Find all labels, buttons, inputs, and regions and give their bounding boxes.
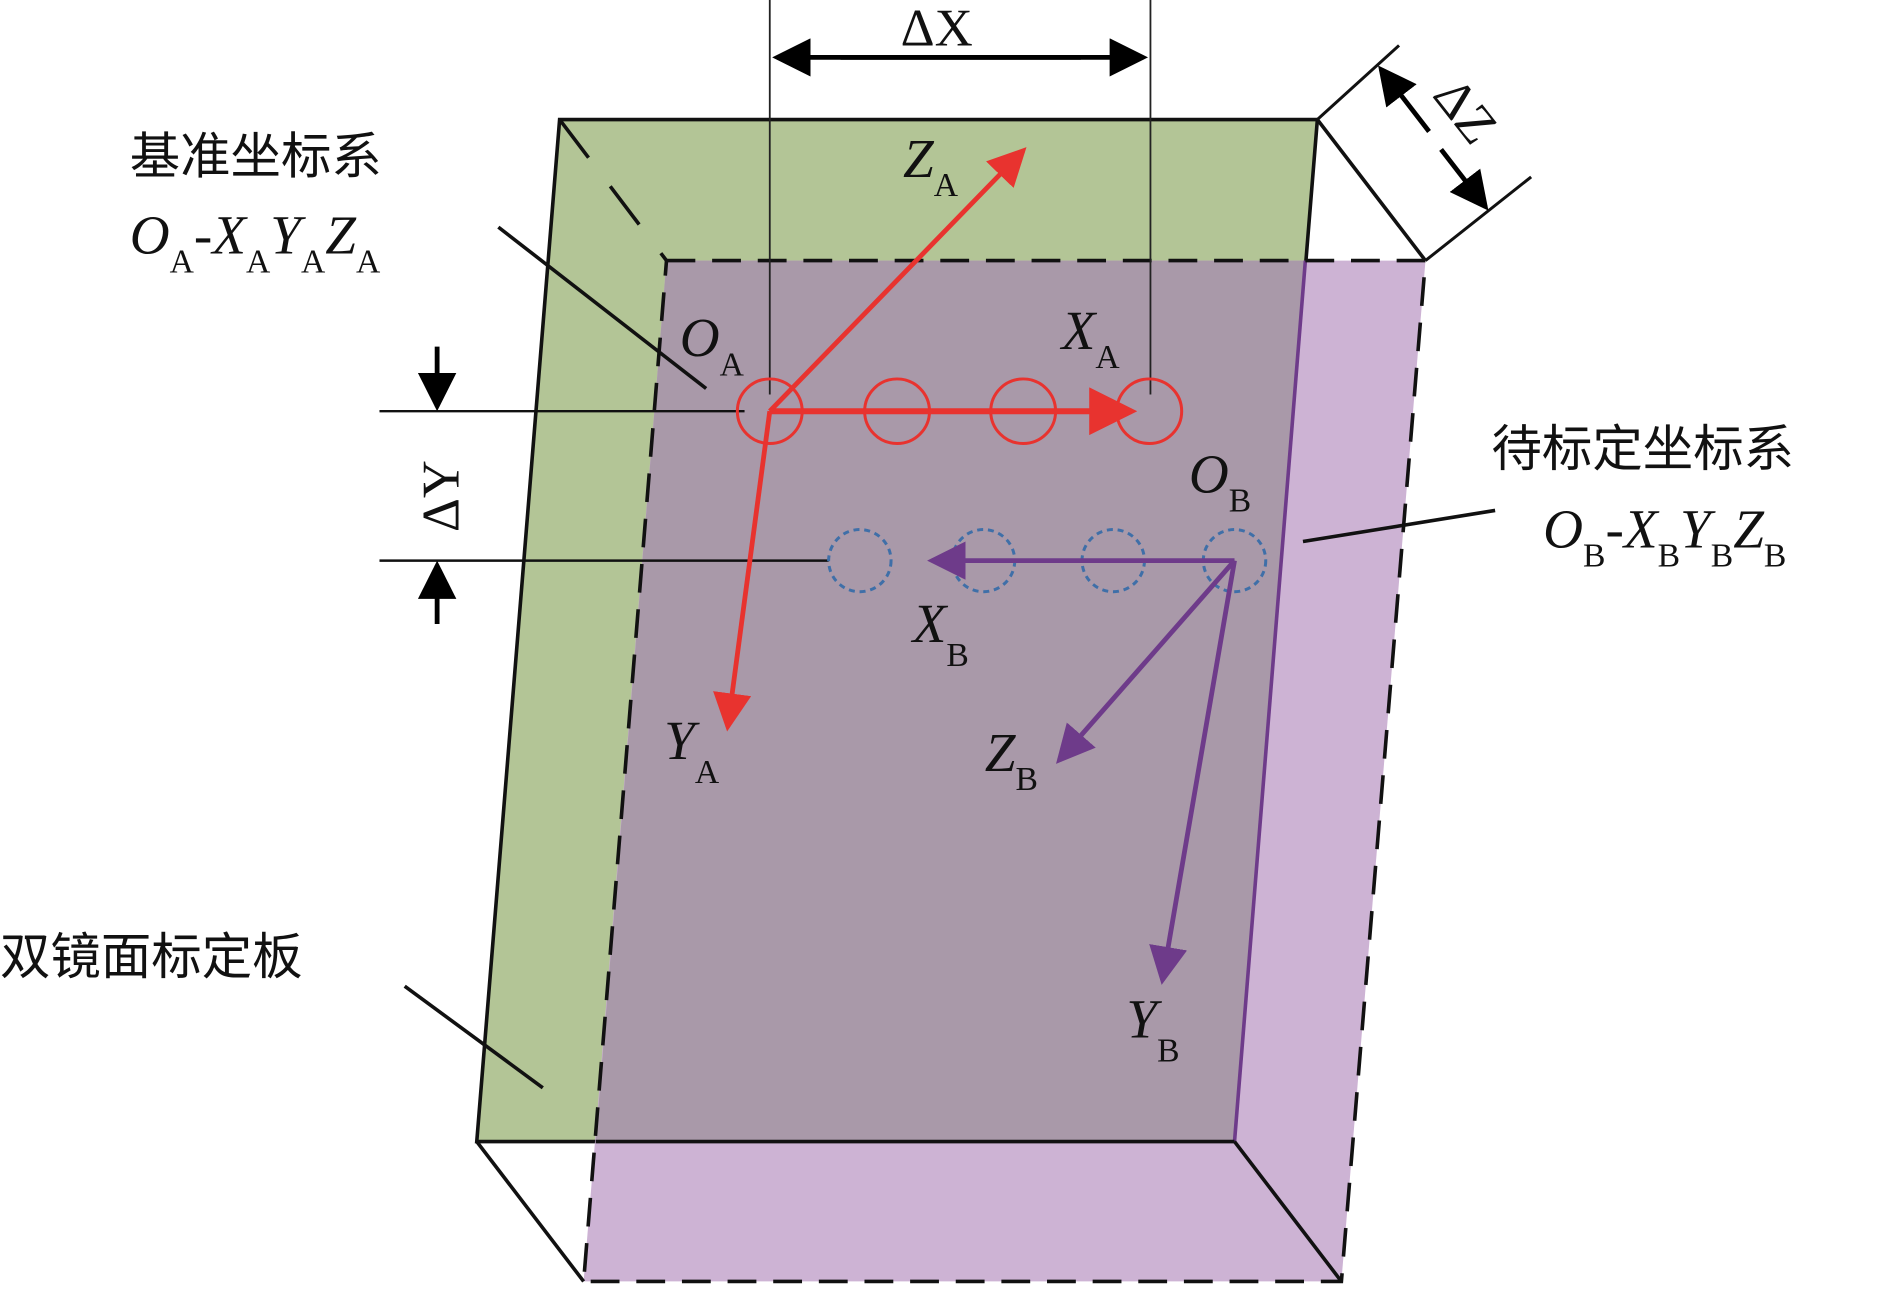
axis-za-arrow (768, 147, 1027, 413)
label-za: ZA (903, 128, 958, 204)
dz-arrow (1378, 65, 1431, 133)
dz-arrow (1439, 147, 1489, 211)
board-title: 双镜面标定板 (0, 927, 303, 986)
leader-frame-to-calibrate (1302, 508, 1496, 544)
label-xa: XA (1060, 300, 1120, 376)
dx-label: ΔX (901, 0, 973, 57)
frame-to-calibrate-title: 待标定坐标系 (1492, 419, 1795, 478)
blue-target-circle (827, 528, 893, 594)
leader-reference-frame (497, 225, 708, 390)
dz-label: ΔZ (1422, 67, 1509, 155)
label-zb: ZB (985, 722, 1038, 798)
overlap-region (595, 260, 1306, 1142)
label-yb: YB (1126, 989, 1179, 1070)
frame-to-calibrate-formula: OB-XBYBZB (1543, 499, 1786, 575)
reference-frame-formula: OA-XAYAZA (130, 205, 381, 281)
reference-frame-title: 基准坐标系 (130, 126, 382, 185)
label-ya: YA (664, 710, 719, 791)
edge-top-right (1315, 118, 1427, 262)
dz-extension (1424, 175, 1533, 262)
label-oa: OA (680, 307, 744, 383)
axis-yb-arrow (1149, 560, 1237, 985)
leader-board (403, 984, 544, 1090)
edge-bottom-right (1233, 1140, 1343, 1283)
back-plate-right-edge (1232, 260, 1308, 1142)
axis-zb-arrow (1056, 559, 1237, 764)
edge-top-left (558, 118, 668, 262)
label-xb: XB (911, 593, 969, 674)
axis-ya-arrow (713, 410, 773, 732)
edge-bottom-left (475, 1140, 586, 1283)
label-ob: OB (1189, 444, 1251, 520)
dy-label: ΔY (413, 460, 471, 532)
dz-extension (1316, 44, 1401, 121)
